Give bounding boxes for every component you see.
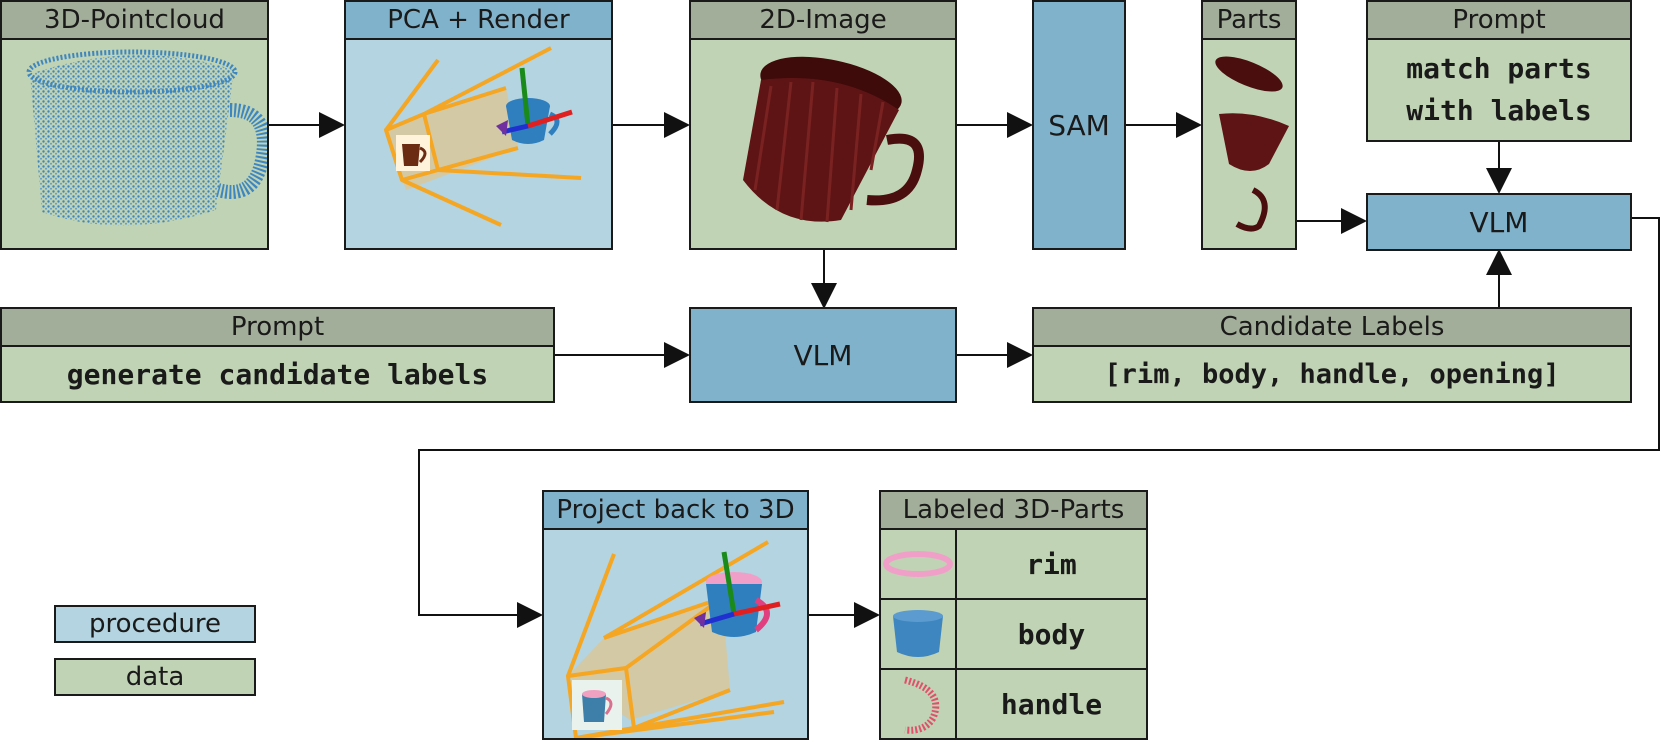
parts-images bbox=[1203, 40, 1295, 248]
prompt-match-title: Prompt bbox=[1368, 2, 1630, 40]
handle-label: handle bbox=[1000, 687, 1103, 721]
project-back-title: Project back to 3D bbox=[544, 492, 807, 530]
labeled-row-body: body bbox=[881, 600, 1146, 670]
candidate-labels-text: [rim, body, handle, opening] bbox=[1104, 358, 1560, 390]
candidate-labels-title: Candidate Labels bbox=[1034, 309, 1630, 347]
prompt-match-box: Prompt match parts with labels bbox=[1366, 0, 1632, 142]
vlm-generate-box: VLM bbox=[689, 307, 957, 403]
legend-procedure-label: procedure bbox=[89, 609, 221, 639]
pointcloud-image bbox=[2, 40, 271, 248]
vlm-match-label: VLM bbox=[1469, 205, 1529, 239]
pointcloud-title: 3D-Pointcloud bbox=[2, 2, 267, 40]
pca-render-title: PCA + Render bbox=[346, 2, 611, 40]
pca-render-image bbox=[346, 40, 611, 248]
body-label: body bbox=[1017, 617, 1086, 651]
handle-thumbnail bbox=[881, 670, 957, 738]
prompt-generate-text: generate candidate labels bbox=[66, 357, 489, 391]
pointcloud-box: 3D-Pointcloud bbox=[0, 0, 271, 250]
vlm-match-box: VLM bbox=[1366, 193, 1632, 251]
sam-label: SAM bbox=[1048, 108, 1110, 142]
pca-render-box: PCA + Render bbox=[344, 0, 613, 250]
legend-data: data bbox=[54, 658, 256, 696]
prompt-match-line2: with labels bbox=[1406, 94, 1592, 127]
project-back-box: Project back to 3D bbox=[542, 490, 809, 740]
image-2d-mug bbox=[691, 40, 955, 248]
project-back-image bbox=[544, 530, 807, 740]
candidate-labels-box: Candidate Labels [rim, body, handle, ope… bbox=[1032, 307, 1632, 403]
parts-box: Parts bbox=[1201, 0, 1297, 250]
prompt-match-line1: match parts bbox=[1406, 52, 1592, 85]
image-2d-box: 2D-Image bbox=[689, 0, 957, 250]
parts-title: Parts bbox=[1203, 2, 1295, 40]
image-2d-title: 2D-Image bbox=[691, 2, 955, 40]
prompt-generate-title: Prompt bbox=[2, 309, 553, 347]
labeled-parts-box: Labeled 3D-Parts rim body bbox=[879, 490, 1148, 740]
prompt-generate-box: Prompt generate candidate labels bbox=[0, 307, 555, 403]
labeled-row-handle: handle bbox=[881, 670, 1146, 738]
sam-box: SAM bbox=[1032, 0, 1126, 250]
vlm-generate-label: VLM bbox=[793, 338, 853, 372]
arrow-vlm-to-project bbox=[418, 217, 1660, 628]
rim-label: rim bbox=[1026, 547, 1077, 581]
rim-thumbnail bbox=[881, 530, 957, 598]
legend-data-label: data bbox=[125, 662, 185, 692]
body-thumbnail bbox=[881, 600, 957, 668]
labeled-parts-title: Labeled 3D-Parts bbox=[881, 492, 1146, 530]
labeled-row-rim: rim bbox=[881, 530, 1146, 600]
legend-procedure: procedure bbox=[54, 605, 256, 643]
